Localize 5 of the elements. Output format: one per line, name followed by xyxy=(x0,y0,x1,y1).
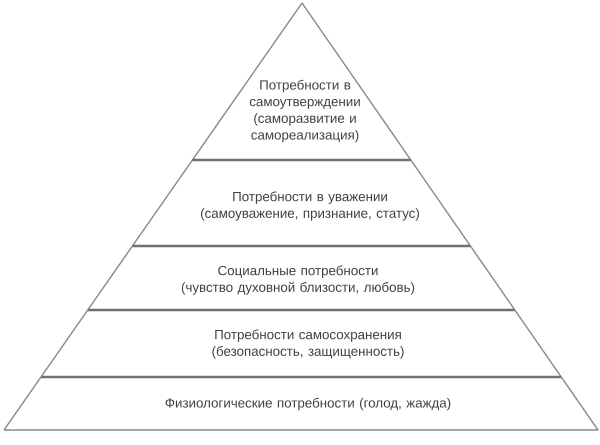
pyramid-tier: Социальные потребности (чувство духовной близости, любовь) xyxy=(87,245,516,312)
pyramid-tier: Физиологические потребности (голод, жажда) xyxy=(3,376,599,431)
pyramid-tier: Потребности самосохранения (безопасность, защищенность) xyxy=(40,309,562,378)
pyramid-tier: Потребности в уважении (самоуважение, признание, статус) xyxy=(132,159,472,248)
pyramid-tier: Потребности в самоутверждении (саморазвитие и самореализация) xyxy=(192,2,412,162)
